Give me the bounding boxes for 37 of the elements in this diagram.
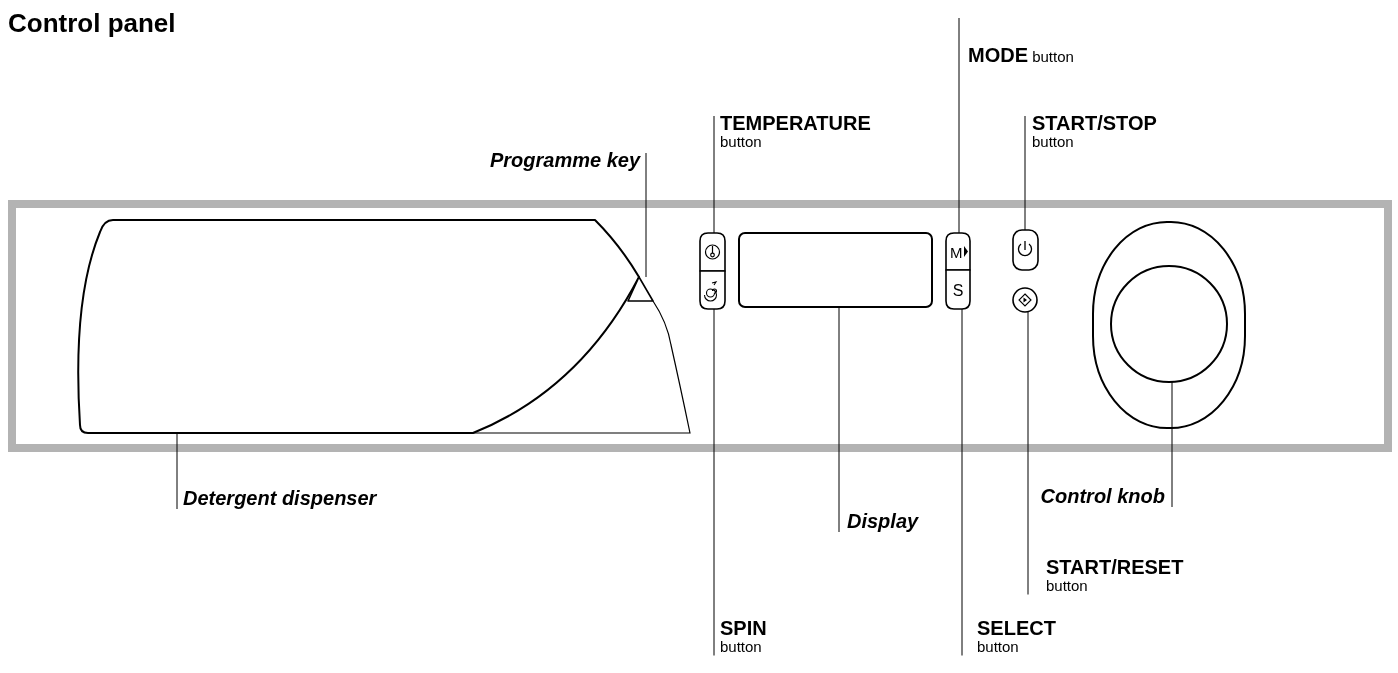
callout-caption: button — [977, 639, 1020, 656]
callout-label: START/RESET — [1046, 556, 1184, 578]
callout-caption: button — [720, 639, 763, 656]
diagram-title: Control panel — [8, 8, 176, 39]
callout-label: SPIN — [720, 617, 767, 639]
callout-caption: button — [1046, 578, 1089, 595]
leader-line — [1027, 311, 1029, 595]
callout-caption: button — [1032, 134, 1075, 151]
callout-label: Programme key — [489, 149, 640, 171]
callout-label: START/STOP — [1032, 112, 1157, 134]
panel-button — [1012, 287, 1038, 313]
leader-line — [838, 306, 840, 533]
leader-line — [961, 308, 963, 656]
callout-label: SELECT — [977, 617, 1056, 639]
panel-button — [699, 232, 726, 272]
leader-line — [176, 432, 178, 510]
panel-button — [945, 269, 971, 310]
callout-label: MODE button — [968, 44, 1074, 66]
key-triangle — [627, 276, 654, 302]
callout-label: Detergent dispenser — [183, 487, 377, 509]
button-letter: M — [950, 244, 963, 261]
detergent-drawer — [77, 219, 640, 434]
callout-label: Display — [847, 510, 919, 532]
panel-button — [1012, 229, 1039, 271]
leader-line — [1024, 115, 1026, 231]
leader-line — [958, 17, 960, 234]
callout-caption: button — [720, 134, 763, 151]
callout-label: Control knob — [1040, 485, 1165, 507]
leader-line — [1171, 381, 1173, 508]
panel-button — [699, 270, 726, 310]
button-letter: S — [952, 282, 964, 299]
leader-line — [713, 115, 715, 234]
callout-label: TEMPERATURE — [720, 112, 871, 134]
knob — [1110, 265, 1228, 383]
panel-button — [945, 232, 971, 271]
part-outline — [738, 232, 933, 308]
leader-line — [645, 152, 647, 278]
